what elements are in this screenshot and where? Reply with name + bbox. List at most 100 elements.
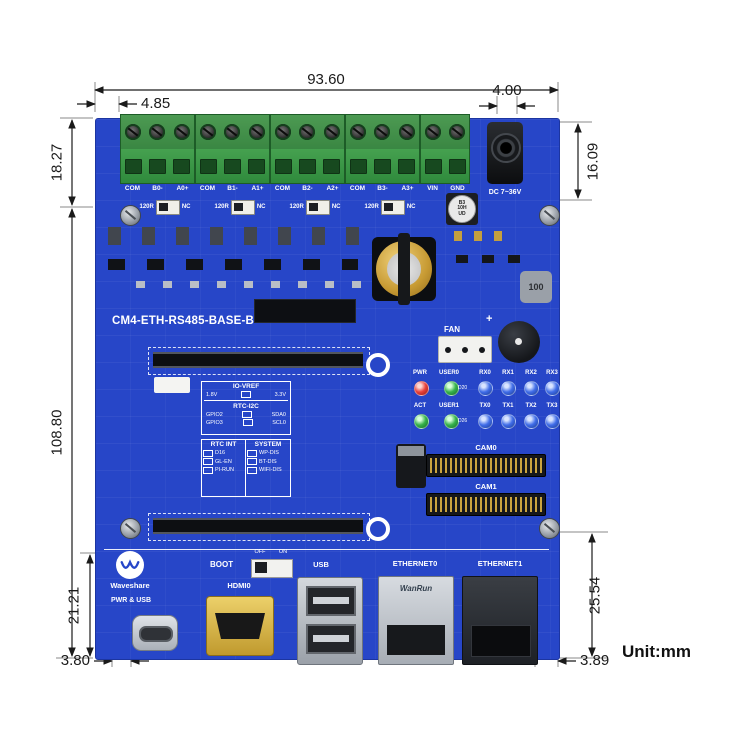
rx0-led: [478, 381, 493, 396]
board-title: CM4-ETH-RS485-BASE-B: [112, 315, 255, 327]
jumper-icon: [241, 391, 251, 398]
act-led: [414, 414, 429, 429]
terminal-pin-label: COM: [349, 185, 366, 192]
terminal-block: [345, 114, 420, 184]
cam0-connector: [426, 454, 546, 477]
led-label: RX1: [502, 370, 514, 376]
dim-label-right-bottom: 25.54: [586, 576, 604, 615]
smd-row: [136, 281, 361, 288]
rtc-int-item: PI-RUN: [215, 467, 234, 473]
cm4-socket-outline: [148, 347, 370, 375]
capacitor-cluster: [454, 231, 512, 241]
terminal-screw: [224, 124, 241, 140]
terminal-pin-label: A3+: [401, 185, 414, 192]
jumper-icon: [203, 466, 213, 474]
hdmi-opening: [215, 613, 265, 639]
tx0-led: [478, 414, 493, 429]
terminal-block: [120, 114, 195, 184]
usb-hub-chip: [396, 444, 426, 488]
jumper-icon: [242, 411, 253, 418]
fan-connector: [438, 336, 492, 363]
mounting-screw: [120, 205, 141, 226]
led-label: USER0: [438, 370, 459, 376]
terminal-screw: [149, 124, 166, 140]
jumper-icon: [203, 449, 213, 457]
fan-pin: [479, 346, 486, 353]
cm4-socket-connector: [153, 352, 363, 368]
waveshare-logo-mark: [120, 559, 140, 569]
switch-label: NC: [406, 204, 416, 210]
boot-off-label: OFF: [254, 549, 266, 555]
jumper-icon: [247, 466, 257, 474]
terminal-screw: [248, 124, 265, 140]
battery-clip: [398, 233, 410, 305]
cam-pins: [430, 458, 542, 473]
rtc-i2c-pin: GPIO3: [206, 419, 223, 426]
termination-switch-group: 120R NC: [130, 197, 200, 217]
system-column: SYSTEM WP-DIS BT-DIS WIFI-DIS: [246, 440, 290, 496]
dim-label-bottom-left: 3.80: [60, 652, 90, 669]
pwr-led: [414, 381, 429, 396]
rtc-i2c-pin: SDA0: [271, 411, 286, 418]
boot-label: BOOT: [210, 560, 234, 569]
waveshare-logo: [116, 551, 144, 579]
mounting-screw: [539, 518, 560, 539]
terminal-hole: [398, 158, 416, 174]
terminal-screw: [449, 124, 465, 140]
dim-label-left-bottom: 21.21: [65, 586, 83, 625]
usb-a-port: [306, 586, 356, 616]
dim-label-right-top: 16.09: [584, 142, 602, 181]
rtc-system-box: RTC INT D16 GL-EN PI-RUN SYSTEM WP-DIS B…: [201, 439, 291, 497]
jumper-icon: [247, 449, 257, 457]
silkscreen-divider: [104, 549, 549, 550]
usb-c-opening: [139, 626, 173, 642]
jumper-icon: [247, 458, 257, 465]
dc-jack: [487, 122, 523, 184]
resistor-row: [108, 259, 358, 270]
boot-switch: [251, 559, 293, 578]
terminal-screw: [398, 124, 415, 140]
chip-metal-top: [398, 446, 424, 456]
terminal-block: [270, 114, 345, 184]
terminal-hole: [323, 158, 341, 174]
dc-voltage-label: DC 7~36V: [488, 189, 522, 196]
rtc-i2c-title: RTC-I2C: [233, 403, 259, 410]
dim-label-top-right-offset: 4.00: [492, 82, 522, 99]
silkscreen-rect: [154, 377, 190, 393]
cm4-socket-connector: [153, 518, 363, 534]
led-label: TX0: [479, 403, 491, 409]
terminal-pin-label: COM: [124, 185, 141, 192]
switch-label: 120R: [364, 204, 379, 210]
terminal-screw: [323, 124, 340, 140]
pwr-usb-label: PWR & USB: [110, 597, 152, 604]
termination-switch-group: 120R NC: [355, 197, 425, 217]
terminal-pin-label: B1-: [227, 185, 238, 192]
buzzer-polarity-label: +: [486, 313, 493, 325]
rtc-i2c-pin: SCL0: [272, 419, 286, 426]
terminal-hole: [199, 158, 217, 174]
terminal-pin-label: COM: [274, 185, 291, 192]
ethernet1-label: ETHERNET1: [477, 559, 523, 568]
terminal-pin-label: VIN: [427, 185, 438, 192]
led-label: TX2: [525, 403, 537, 409]
pin-header: [254, 299, 356, 323]
switch-label: 120R: [289, 204, 304, 210]
io-vref-option: 1.8V: [206, 391, 218, 398]
inductor-text: 10H: [457, 205, 467, 212]
jumper-icon: [203, 458, 213, 465]
standoff-hole: [366, 517, 390, 541]
led-label: RX3: [546, 370, 558, 376]
led-label: PWR: [413, 370, 427, 376]
hdmi-label: HDMI0: [227, 581, 251, 590]
rx2-led: [524, 381, 539, 396]
divider: [204, 400, 288, 401]
rtc-int-column: RTC INT D16 GL-EN PI-RUN: [202, 440, 246, 496]
user1-led: [444, 414, 459, 429]
terminal-pin-label: A0+: [176, 185, 189, 192]
switch-label: NC: [256, 204, 266, 210]
resistor-cluster: [456, 255, 526, 263]
io-vref-option: 3.3V: [274, 391, 286, 398]
dim-label-top-left-offset: 4.85: [141, 95, 171, 112]
ethernet1-port: [462, 576, 538, 665]
